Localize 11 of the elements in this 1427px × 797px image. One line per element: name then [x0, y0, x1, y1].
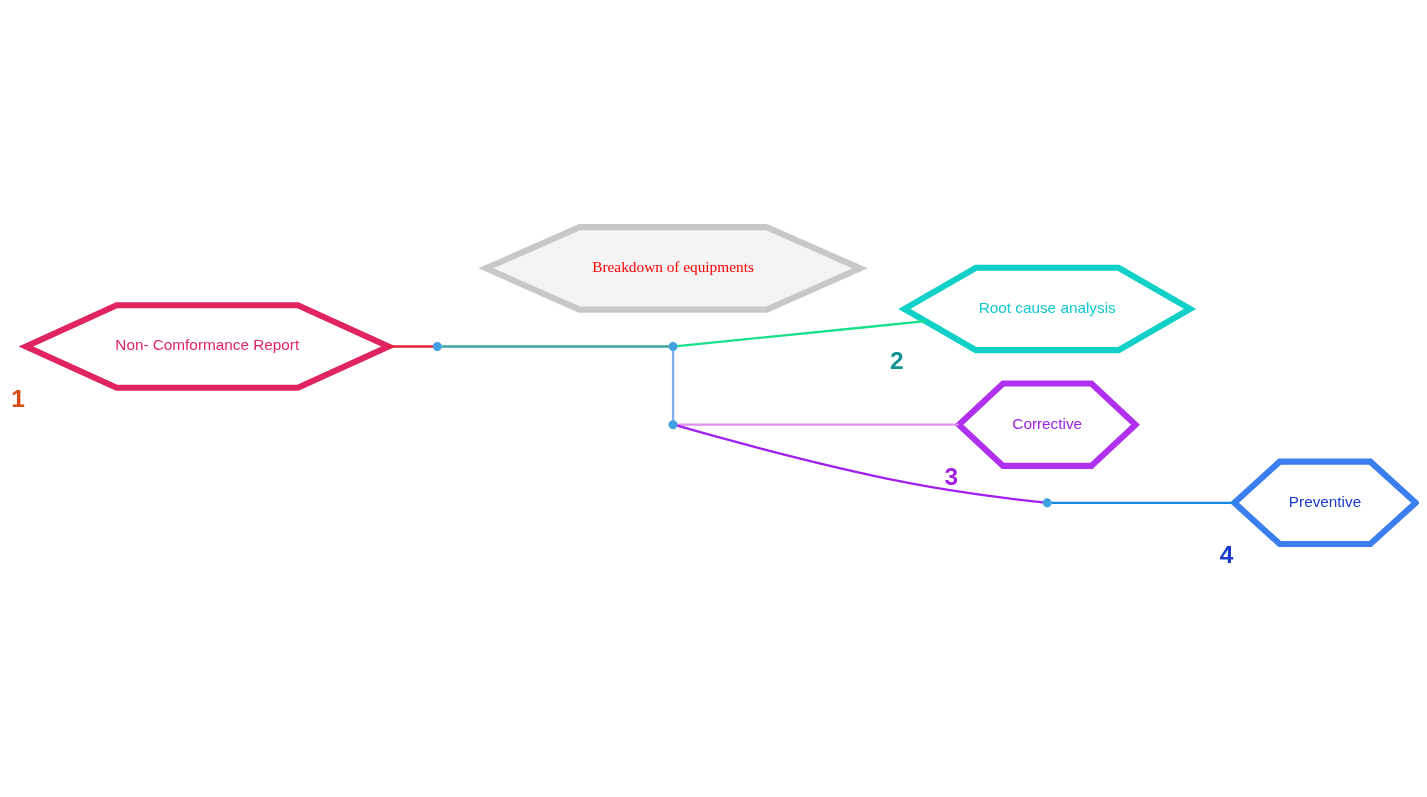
node-circle	[668, 419, 678, 429]
connector	[677, 319, 926, 347]
connector	[441, 344, 669, 348]
connector	[388, 344, 434, 348]
node-circle	[668, 341, 678, 351]
connector	[671, 350, 675, 420]
node-circle	[432, 341, 442, 351]
connector	[677, 423, 959, 426]
connector	[677, 424, 1044, 504]
connector	[1051, 501, 1235, 504]
node-circle	[1042, 497, 1052, 507]
